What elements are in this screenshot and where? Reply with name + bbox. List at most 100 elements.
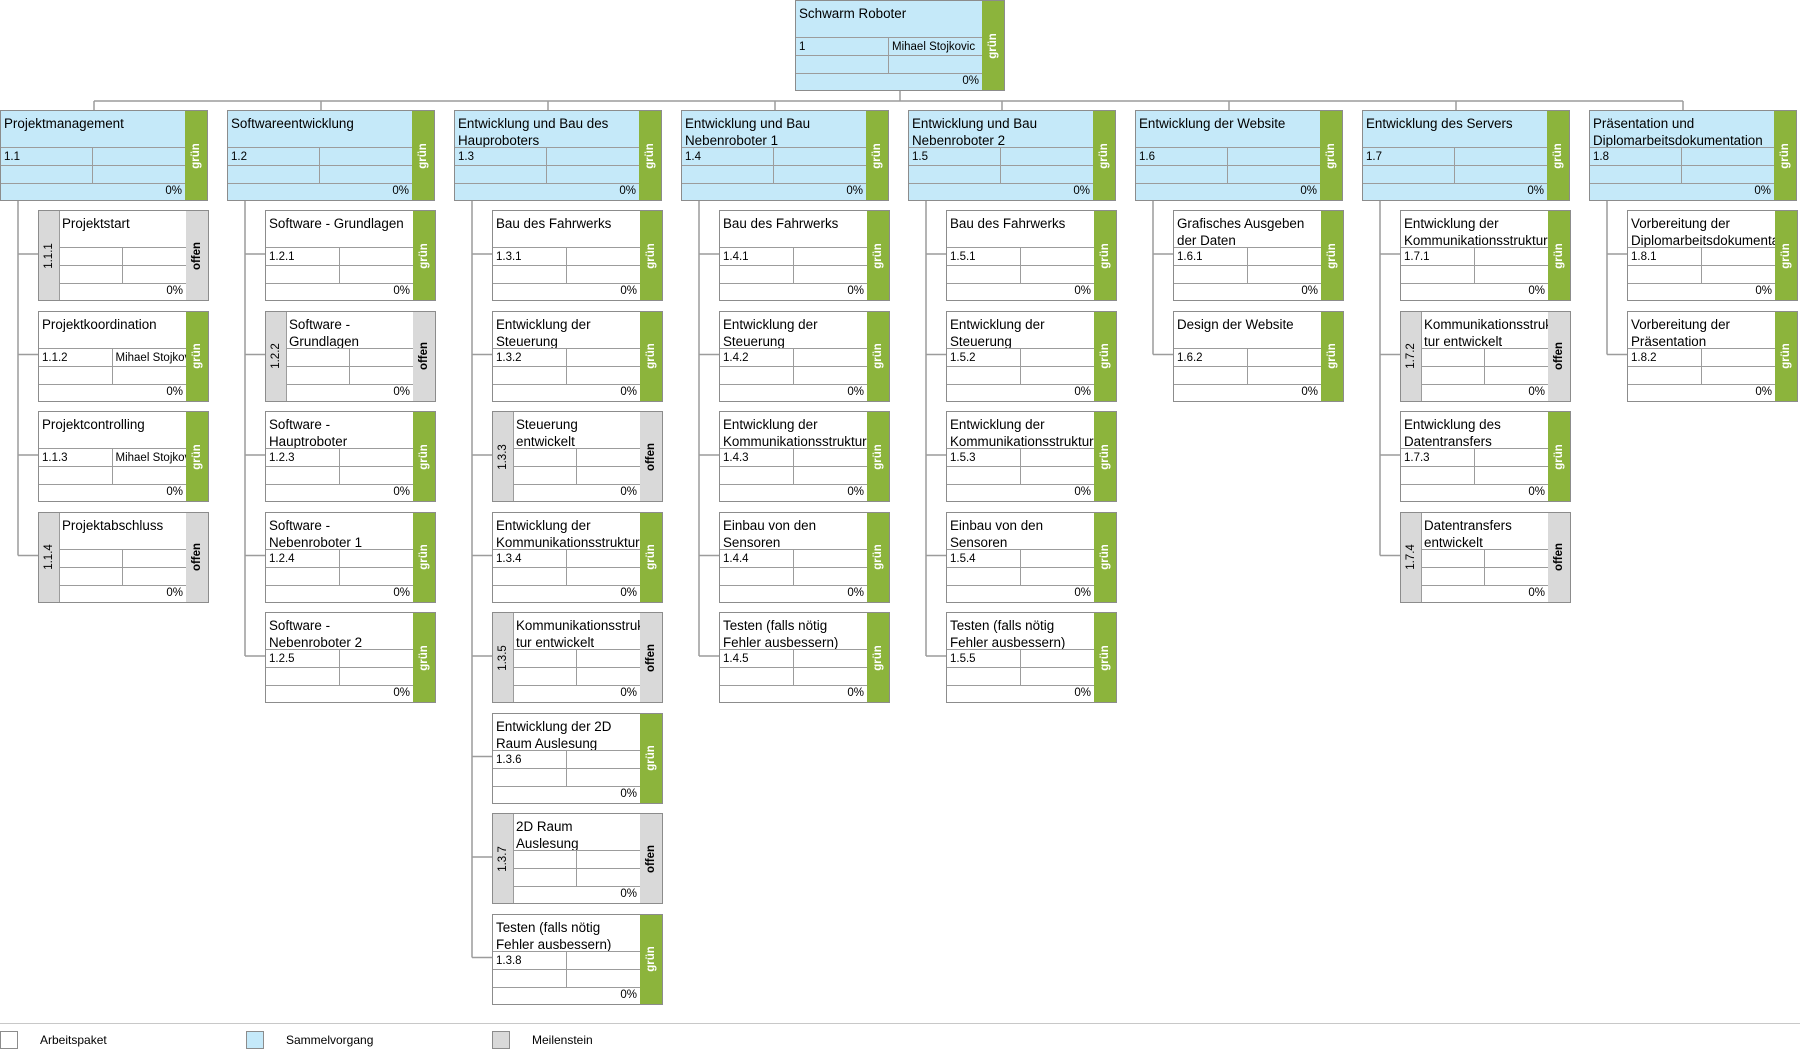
node-id: 1.8.1 xyxy=(1628,248,1702,265)
node-owner xyxy=(123,550,187,567)
work-package-box[interactable]: Testen (falls nötig Fehler ausbessern)1.… xyxy=(492,913,663,1005)
work-package-box[interactable]: Testen (falls nötig Fehler ausbessern)1.… xyxy=(719,612,890,703)
node-cell xyxy=(513,467,577,484)
node-cell xyxy=(1590,166,1682,183)
progress-value: 0% xyxy=(1754,185,1771,197)
status-label: grün xyxy=(1779,142,1791,169)
status-badge: grün xyxy=(640,512,662,602)
node-row xyxy=(682,166,866,184)
progress-value: 0% xyxy=(1755,285,1772,297)
node-cell xyxy=(1363,166,1455,183)
progress-value: 0% xyxy=(847,687,864,699)
node-title: Vorbereitung der Präsentation xyxy=(1628,312,1775,349)
node-row: 1.4.2 xyxy=(720,348,867,367)
work-package-box[interactable]: Vorbereitung der Diplomarbeitsdokumentat… xyxy=(1627,210,1798,301)
node-cell xyxy=(1628,366,1702,384)
legend-swatch-summary xyxy=(246,1031,264,1049)
node-title: Entwicklung und Bau des Hauproboters xyxy=(455,111,639,148)
node-row xyxy=(513,650,640,668)
node-id: 1.8 xyxy=(1590,148,1682,165)
summary-task-box[interactable]: Präsentation und Diplomarbeitsdokumentat… xyxy=(1589,110,1797,201)
progress-value: 0% xyxy=(166,586,183,599)
node-cell xyxy=(774,166,866,183)
node-cell xyxy=(228,166,320,183)
node-owner xyxy=(1682,148,1774,165)
node-owner: Mihael Stojkovic xyxy=(892,41,976,53)
node-id: 1.5 xyxy=(909,148,1001,165)
node-cell xyxy=(567,367,641,384)
node-row xyxy=(266,467,413,485)
node-cell xyxy=(547,166,639,183)
node-row xyxy=(493,567,640,586)
work-package-box[interactable]: Testen (falls nötig Fehler ausbessern)1.… xyxy=(946,612,1117,703)
node-cell xyxy=(1021,266,1095,283)
node-cell xyxy=(1,166,93,183)
node-title: 2D Raum Auslesung entwickelt xyxy=(513,814,640,851)
status-label: grün xyxy=(872,443,884,470)
node-cell xyxy=(340,266,414,283)
node-id: 1.4.2 xyxy=(720,348,794,366)
node-id: 1.1.2 xyxy=(39,348,113,366)
progress-value: 0% xyxy=(620,687,637,699)
milestone-id-strip: 1.7.4 xyxy=(1401,512,1422,602)
node-cell xyxy=(1485,367,1549,384)
node-cell xyxy=(947,467,1021,484)
node-title: Bau des Fahrwerks xyxy=(720,211,867,248)
status-label: grün xyxy=(644,142,656,169)
status-badge: grün xyxy=(640,914,662,1004)
node-cell xyxy=(794,266,868,283)
milestone-id-strip: 1.3.5 xyxy=(493,613,514,702)
node-row: 1.7 xyxy=(1363,148,1547,166)
milestone-id: 1.1.4 xyxy=(43,544,56,570)
status-badge: grün xyxy=(185,111,207,200)
progress-value: 0% xyxy=(393,486,410,498)
node-cell xyxy=(947,266,1021,283)
node-owner xyxy=(1475,248,1549,265)
progress-value: 0% xyxy=(620,285,637,297)
node-row xyxy=(1174,266,1321,284)
node-owner xyxy=(1021,248,1095,265)
